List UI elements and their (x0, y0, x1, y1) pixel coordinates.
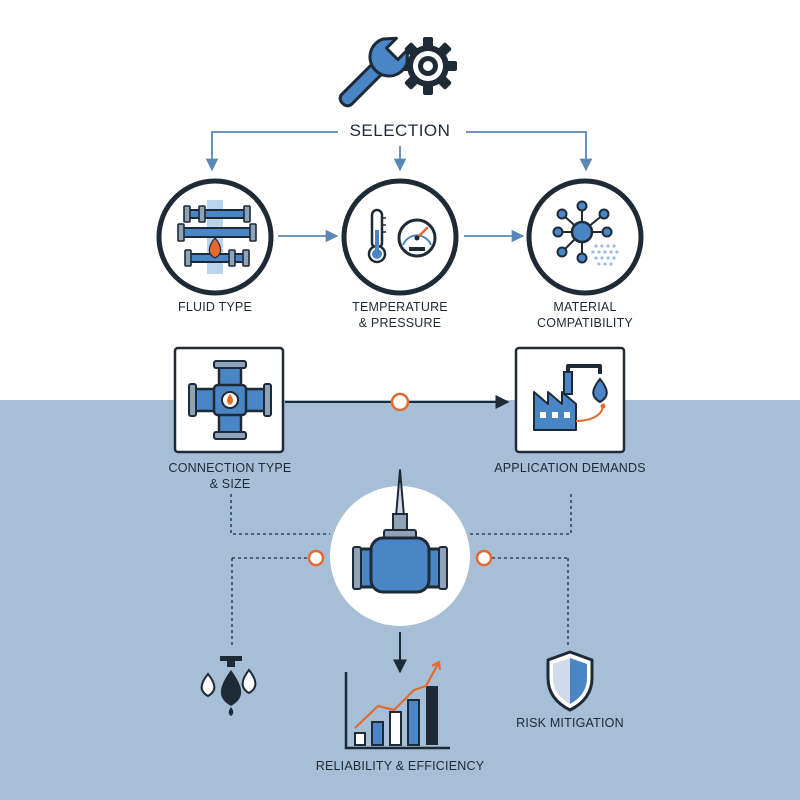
risk-mitigation-text: RISK MITIGATION (516, 716, 624, 730)
fluid-type-label: FLUID TYPE (140, 299, 290, 315)
risk-mitigation-label: RISK MITIGATION (500, 715, 640, 731)
middle-connector (285, 392, 510, 412)
junction-dots (307, 549, 493, 567)
thermometer-gauge-icon (367, 208, 437, 264)
factory-drop-icon (533, 364, 608, 431)
particle-dots (591, 244, 619, 266)
bar-chart-trend-icon (344, 660, 450, 750)
compatibility-text: COMPATIBILITY (537, 316, 633, 330)
fluid-type-node (156, 178, 274, 296)
pipe-network-icon (177, 200, 257, 274)
temperature-pressure-label: TEMPERATURE & PRESSURE (325, 299, 475, 331)
leaking-drops-icon (200, 656, 257, 716)
molecule-icon (552, 200, 613, 264)
wrench-gear-icon (338, 36, 457, 108)
pipe-cross-fitting-icon (188, 360, 272, 440)
material-compatibility-node (526, 178, 644, 296)
material-text: MATERIAL (553, 300, 617, 314)
size-text: & SIZE (209, 477, 251, 491)
dashed-connectors (230, 494, 572, 645)
material-compatibility-label: MATERIAL COMPATIBILITY (510, 299, 660, 331)
center-valve-node (330, 469, 470, 626)
fluid-type-text: FLUID TYPE (177, 300, 252, 314)
application-demands-node (514, 346, 626, 454)
connection-type-node (173, 346, 285, 454)
application-demands-label: APPLICATION DEMANDS (480, 460, 660, 476)
selection-connectors (205, 131, 593, 243)
valve-icon (352, 469, 448, 594)
temperature-pressure-node (341, 178, 459, 296)
shield-icon (546, 650, 594, 712)
connection-type-label: CONNECTION TYPE & SIZE (150, 460, 310, 492)
diagram-title: SELECTION (349, 121, 451, 140)
pressure-text: & PRESSURE (358, 316, 442, 330)
application-demands-text: APPLICATION DEMANDS (494, 461, 646, 475)
connection-type-text: CONNECTION TYPE (168, 461, 292, 475)
reliability-efficiency-text: RELIABILITY & EFFICIENCY (315, 759, 485, 773)
reliability-efficiency-label: RELIABILITY & EFFICIENCY (300, 758, 500, 774)
temperature-text: TEMPERATURE (352, 300, 448, 314)
